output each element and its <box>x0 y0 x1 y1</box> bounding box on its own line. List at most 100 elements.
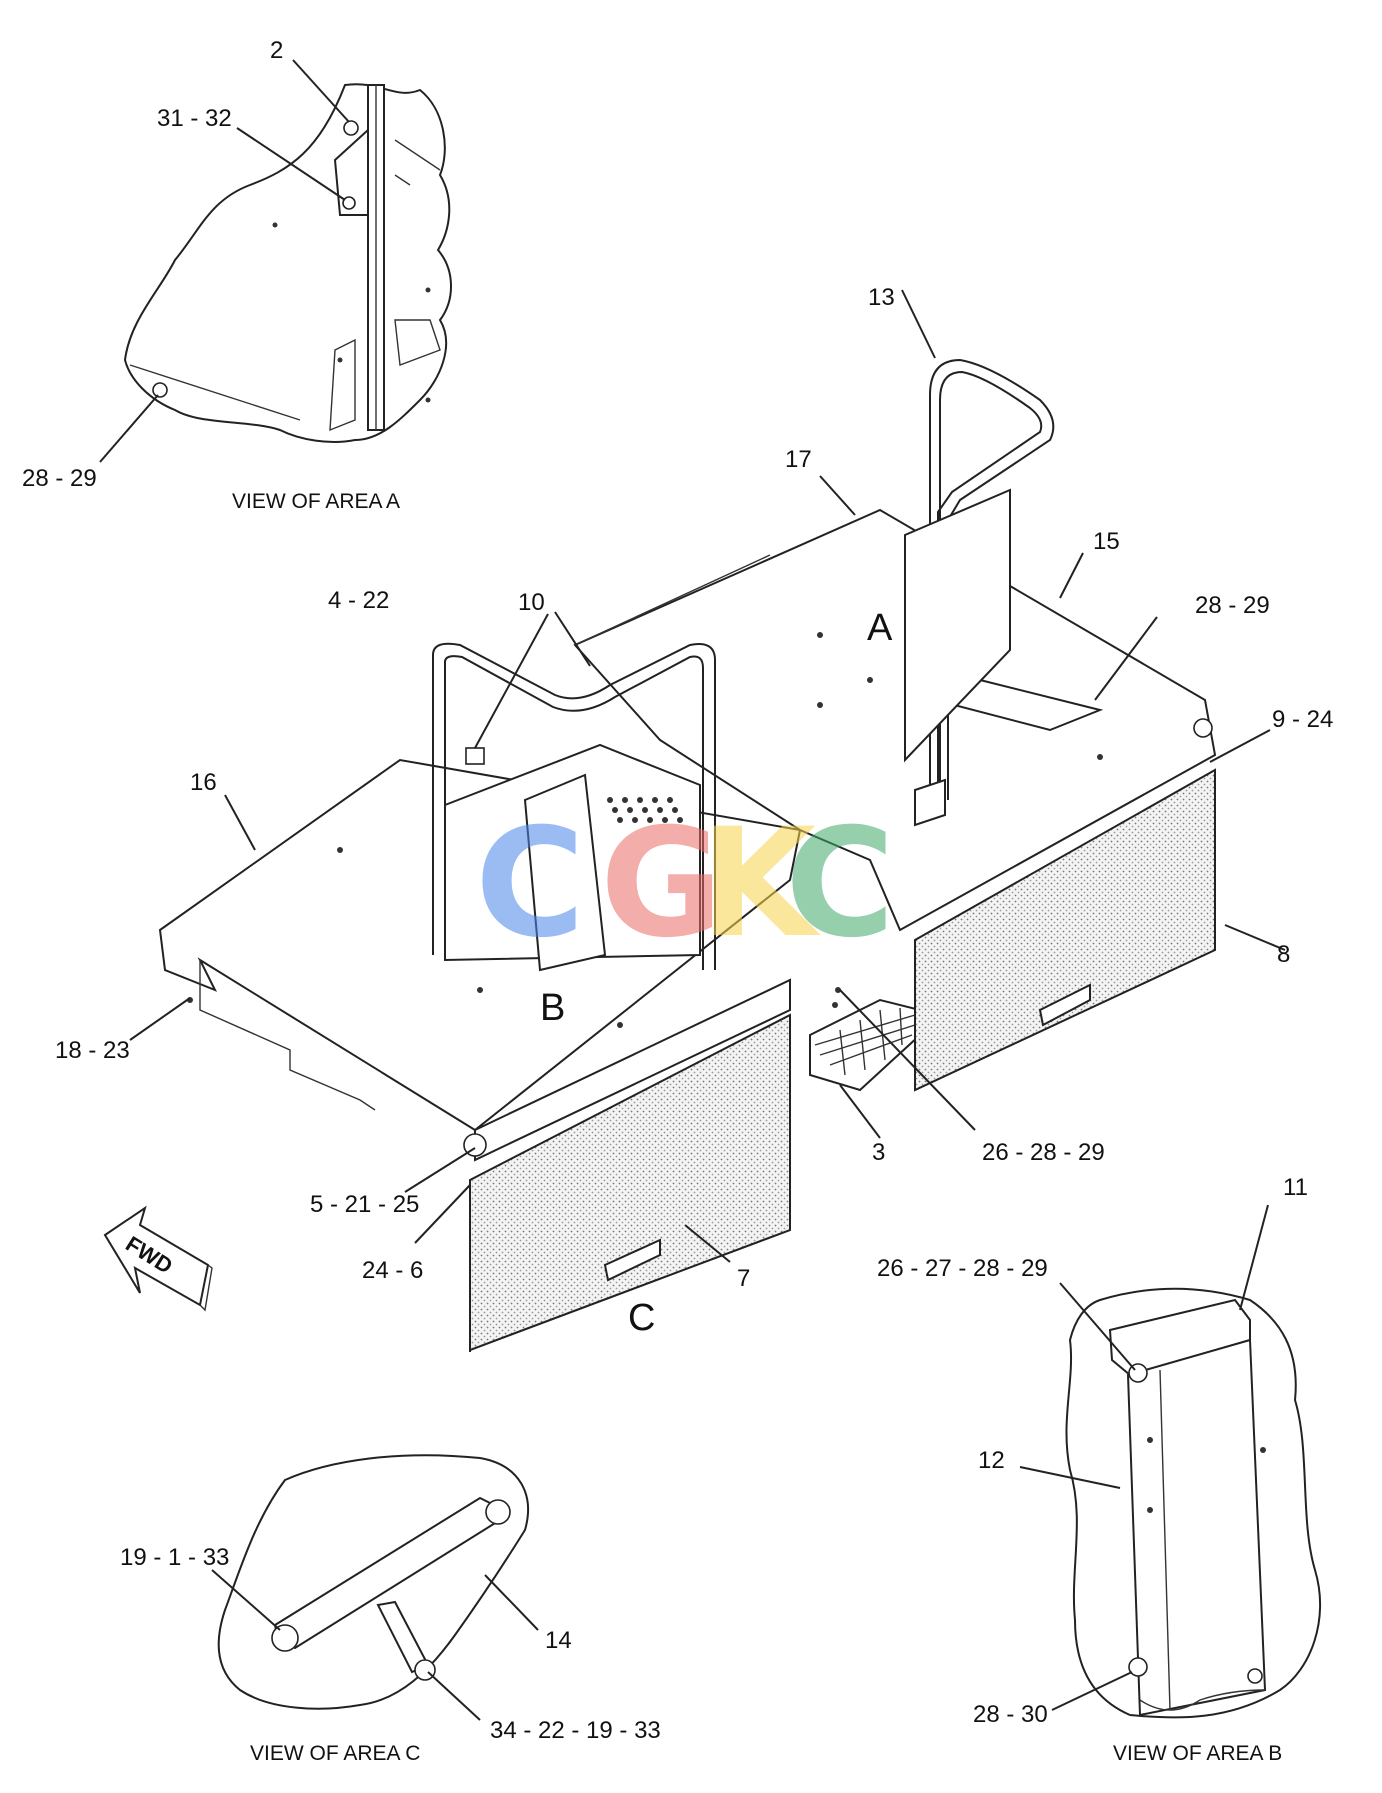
watermark-letter-3: K <box>700 797 821 971</box>
fwd-arrow-depth <box>199 1264 213 1312</box>
detail-b-post-12 <box>1126 1338 1267 1717</box>
detail-a-hole <box>272 222 278 228</box>
handrail-13 <box>929 358 1055 800</box>
watermark: C G K C <box>475 797 895 971</box>
leader-17 <box>819 475 856 516</box>
detail-a-outline <box>123 83 452 443</box>
handrail-13-foot <box>914 778 946 827</box>
leader-7 <box>684 1224 731 1263</box>
callout-26-28-29: 26 - 28 - 29 <box>982 1139 1105 1166</box>
leader-12 <box>1019 1466 1121 1489</box>
leader-26-28-29 <box>839 989 976 1131</box>
watermark-letter-1: C <box>475 797 585 971</box>
area-letter-a: A <box>867 607 893 649</box>
detail-c-nut-top <box>485 1499 511 1525</box>
detail-a-edge <box>129 364 301 421</box>
leader-16 <box>224 794 256 851</box>
detail-b-base <box>1139 1689 1266 1711</box>
leader-10 <box>554 611 591 667</box>
callout-26-27-28-29: 26 - 27 - 28 - 29 <box>877 1255 1048 1282</box>
view-title-area-a: VIEW OF AREA A <box>232 490 400 513</box>
detail-a-hole <box>337 357 343 363</box>
detail-b-hole <box>1147 1507 1153 1513</box>
leader-14 <box>484 1574 539 1631</box>
callout-17: 17 <box>785 446 812 473</box>
callout-10: 10 <box>518 589 545 616</box>
vent-holes <box>607 797 683 823</box>
callout-13: 13 <box>868 284 895 311</box>
callout-28-29-b: 28 - 29 <box>1195 592 1270 619</box>
right-mesh-panel-8 <box>914 768 1216 1092</box>
right-deck-bolt <box>1193 718 1213 738</box>
fwd-arrow: FWD <box>103 1205 213 1312</box>
callout-12: 12 <box>978 1447 1005 1474</box>
watermark-letter-2: G <box>600 797 723 971</box>
watermark-letter-4: C <box>785 797 895 971</box>
leader-11 <box>1239 1204 1269 1311</box>
leader-26-27-28-29 <box>1059 1282 1136 1371</box>
detail-view-area-c: 19 - 1 - 33 14 34 - 22 - 19 - 33 VIEW OF… <box>120 1454 661 1765</box>
leader-31-32 <box>236 127 346 201</box>
callout-28-30: 28 - 30 <box>973 1701 1048 1728</box>
handrail-10 <box>432 642 716 970</box>
handrail-10-inner <box>444 655 704 970</box>
callout-4-22: 4 - 22 <box>328 587 389 614</box>
detail-a-bolt-2 <box>343 120 359 136</box>
area-letter-b: B <box>540 987 565 1029</box>
leader-28-29-b <box>1094 616 1158 701</box>
detail-a-bolt-28 <box>152 382 168 398</box>
callout-16: 16 <box>190 769 217 796</box>
leader-19-1-33 <box>211 1569 281 1631</box>
area-letter-c: C <box>628 1297 655 1339</box>
leader-9-24 <box>1209 729 1271 763</box>
callout-8: 8 <box>1277 941 1290 968</box>
leader-24-6 <box>414 1184 471 1244</box>
view-title-area-b: VIEW OF AREA B <box>1113 1742 1282 1765</box>
detail-c-nut-19 <box>271 1624 299 1652</box>
leader-13 <box>901 289 936 359</box>
step-3-body <box>809 998 921 1092</box>
callout-24-6: 24 - 6 <box>362 1257 423 1284</box>
callout-7: 7 <box>737 1265 750 1292</box>
callout-3: 3 <box>872 1139 885 1166</box>
callout-5-21-25: 5 - 21 - 25 <box>310 1191 419 1218</box>
callout-34-22-19-33: 34 - 22 - 19 - 33 <box>490 1717 661 1744</box>
leader-15 <box>1059 552 1084 599</box>
leader-28-29-a <box>99 394 159 463</box>
view-title-area-c: VIEW OF AREA C <box>250 1742 420 1765</box>
callout-14: 14 <box>545 1627 572 1654</box>
leader-2 <box>292 59 350 123</box>
callout-11: 11 <box>1283 1174 1308 1201</box>
detail-a-edge <box>394 139 441 171</box>
left-deck-underside <box>199 960 376 1111</box>
handrail-13-support <box>904 488 1011 763</box>
main-assembly: 13 17 15 28 - 29 9 - 24 4 - 22 10 16 8 1… <box>55 284 1333 1352</box>
detail-a-plate <box>394 319 441 366</box>
leader-28-30 <box>1051 1671 1133 1711</box>
callout-9-24: 9 - 24 <box>1272 706 1333 733</box>
deck-holes <box>187 632 1103 1028</box>
fwd-arrow-shape <box>103 1205 210 1307</box>
detail-view-area-a: 2 31 - 32 28 - 29 VIEW OF AREA A <box>22 37 452 513</box>
post-12-b <box>523 773 607 972</box>
leader-18-23 <box>129 997 191 1041</box>
callout-15: 15 <box>1093 528 1120 555</box>
detail-b-post-edge <box>1159 1369 1171 1711</box>
step-3-grid <box>814 1007 916 1076</box>
left-mesh-bracket-c <box>603 1238 661 1282</box>
callout-2: 2 <box>270 37 283 64</box>
leader-4-22 <box>474 613 549 749</box>
detail-b-hole <box>1147 1437 1153 1443</box>
right-deck-lip <box>574 554 771 646</box>
bolt-4-22 <box>465 747 485 765</box>
leader-5-21-25 <box>404 1147 476 1193</box>
callout-31-32: 31 - 32 <box>157 105 232 132</box>
callout-19-1-33: 19 - 1 - 33 <box>120 1544 229 1571</box>
leader-8 <box>1224 924 1286 951</box>
detail-a-hole <box>425 397 431 403</box>
detail-b-bolt <box>1247 1668 1263 1684</box>
detail-a-clip <box>329 338 356 432</box>
detail-a-bolt-31 <box>342 196 356 210</box>
callout-18-23: 18 - 23 <box>55 1037 130 1064</box>
